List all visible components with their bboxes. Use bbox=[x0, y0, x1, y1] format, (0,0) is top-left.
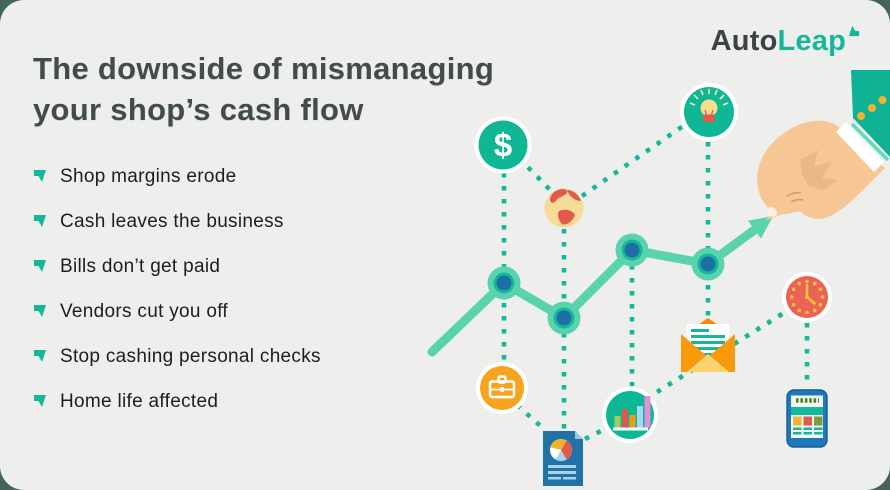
trend-line-chart bbox=[427, 216, 773, 357]
envelope-icon bbox=[681, 318, 735, 372]
chart-node bbox=[487, 266, 521, 300]
list-item-label: Shop margins erode bbox=[60, 166, 237, 187]
dollar-icon: $ bbox=[474, 116, 532, 174]
smartphone-icon bbox=[786, 389, 828, 448]
list-item: Home life affected bbox=[33, 391, 321, 417]
chart-node bbox=[615, 233, 649, 267]
list-item-label: Vendors cut you off bbox=[60, 301, 229, 322]
list-item: Vendors cut you off bbox=[33, 301, 321, 327]
logo-text-leap: Leap bbox=[777, 25, 846, 57]
fingernail bbox=[766, 207, 778, 217]
list-item: Stop cashing personal checks bbox=[33, 346, 321, 372]
briefcase-icon bbox=[476, 362, 528, 414]
list-item: Cash leaves the business bbox=[33, 211, 321, 237]
phone-text-lines bbox=[793, 427, 823, 435]
list-item-label: Stop cashing personal checks bbox=[60, 346, 321, 367]
cashflow-illustration: $ bbox=[427, 70, 890, 486]
list-item: Bills don’t get paid bbox=[33, 256, 321, 282]
logo-text-auto: Auto bbox=[710, 25, 778, 57]
arrow-bullet-icon bbox=[34, 260, 46, 272]
list-item-label: Cash leaves the business bbox=[60, 211, 284, 232]
arrow-bullet-icon bbox=[34, 350, 46, 362]
arrow-bullet-icon bbox=[34, 170, 46, 182]
dotted-line-dollar-globe bbox=[517, 156, 555, 195]
title-line-1: The downside of mismanaging bbox=[33, 51, 495, 86]
bulb-rays bbox=[689, 89, 729, 106]
arrow-bullet-icon bbox=[34, 395, 46, 407]
logo-arrow-icon bbox=[848, 25, 860, 37]
bar-chart-icon bbox=[602, 387, 658, 443]
hand-with-sleeve bbox=[757, 70, 890, 221]
dollar-symbol: $ bbox=[494, 127, 512, 164]
arrow-bullet-icon bbox=[34, 215, 46, 227]
globe-icon bbox=[544, 188, 584, 228]
arrow-bullet-icon bbox=[34, 305, 46, 317]
dotted-line-briefcase-document bbox=[515, 403, 547, 432]
trend-arrow-head bbox=[748, 216, 773, 239]
title-line-2: your shop’s cash flow bbox=[33, 92, 364, 127]
hand-shading bbox=[800, 150, 838, 190]
chart-node bbox=[547, 301, 581, 335]
downside-list: Shop margins erode Cash leaves the busin… bbox=[33, 166, 321, 436]
chart-node bbox=[691, 247, 725, 281]
sleeve-buttons bbox=[857, 96, 887, 120]
chart-nodes bbox=[487, 233, 725, 335]
list-item-label: Home life affected bbox=[60, 391, 219, 412]
dotted-line-globe-bulb bbox=[580, 122, 688, 198]
sleeve bbox=[851, 70, 890, 157]
dotted-line-document-barchart bbox=[583, 426, 607, 442]
lightbulb-icon bbox=[680, 83, 738, 141]
autoleap-logo: Auto Leap bbox=[710, 25, 860, 57]
page-title: The downside of mismanaging your shop’s c… bbox=[33, 48, 494, 130]
sleeve-stripe bbox=[850, 122, 890, 162]
report-document-icon bbox=[543, 431, 583, 486]
list-item: Shop margins erode bbox=[33, 166, 321, 192]
clock-ticks bbox=[789, 279, 825, 315]
shirt-cuff bbox=[836, 122, 884, 172]
list-item-label: Bills don’t get paid bbox=[60, 256, 221, 277]
clock-icon bbox=[782, 272, 832, 322]
